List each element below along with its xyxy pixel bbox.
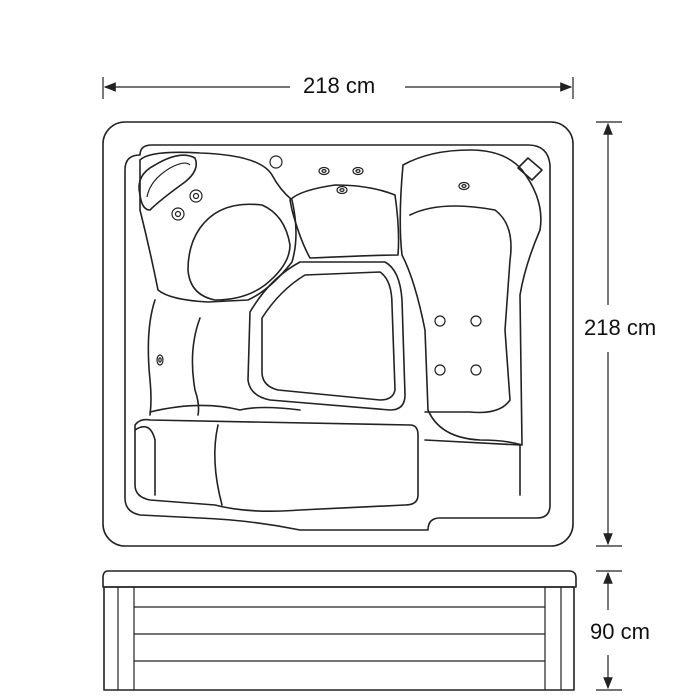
length-dimension-line	[596, 121, 622, 547]
tub-top-view	[102, 121, 574, 547]
height-dimension-line	[596, 570, 622, 691]
tub-side-view	[102, 570, 577, 691]
length-label: 218 cm	[578, 316, 663, 340]
width-dimension-line	[102, 77, 574, 99]
width-label: 218 cm	[297, 74, 382, 98]
height-label: 90 cm	[584, 620, 656, 644]
